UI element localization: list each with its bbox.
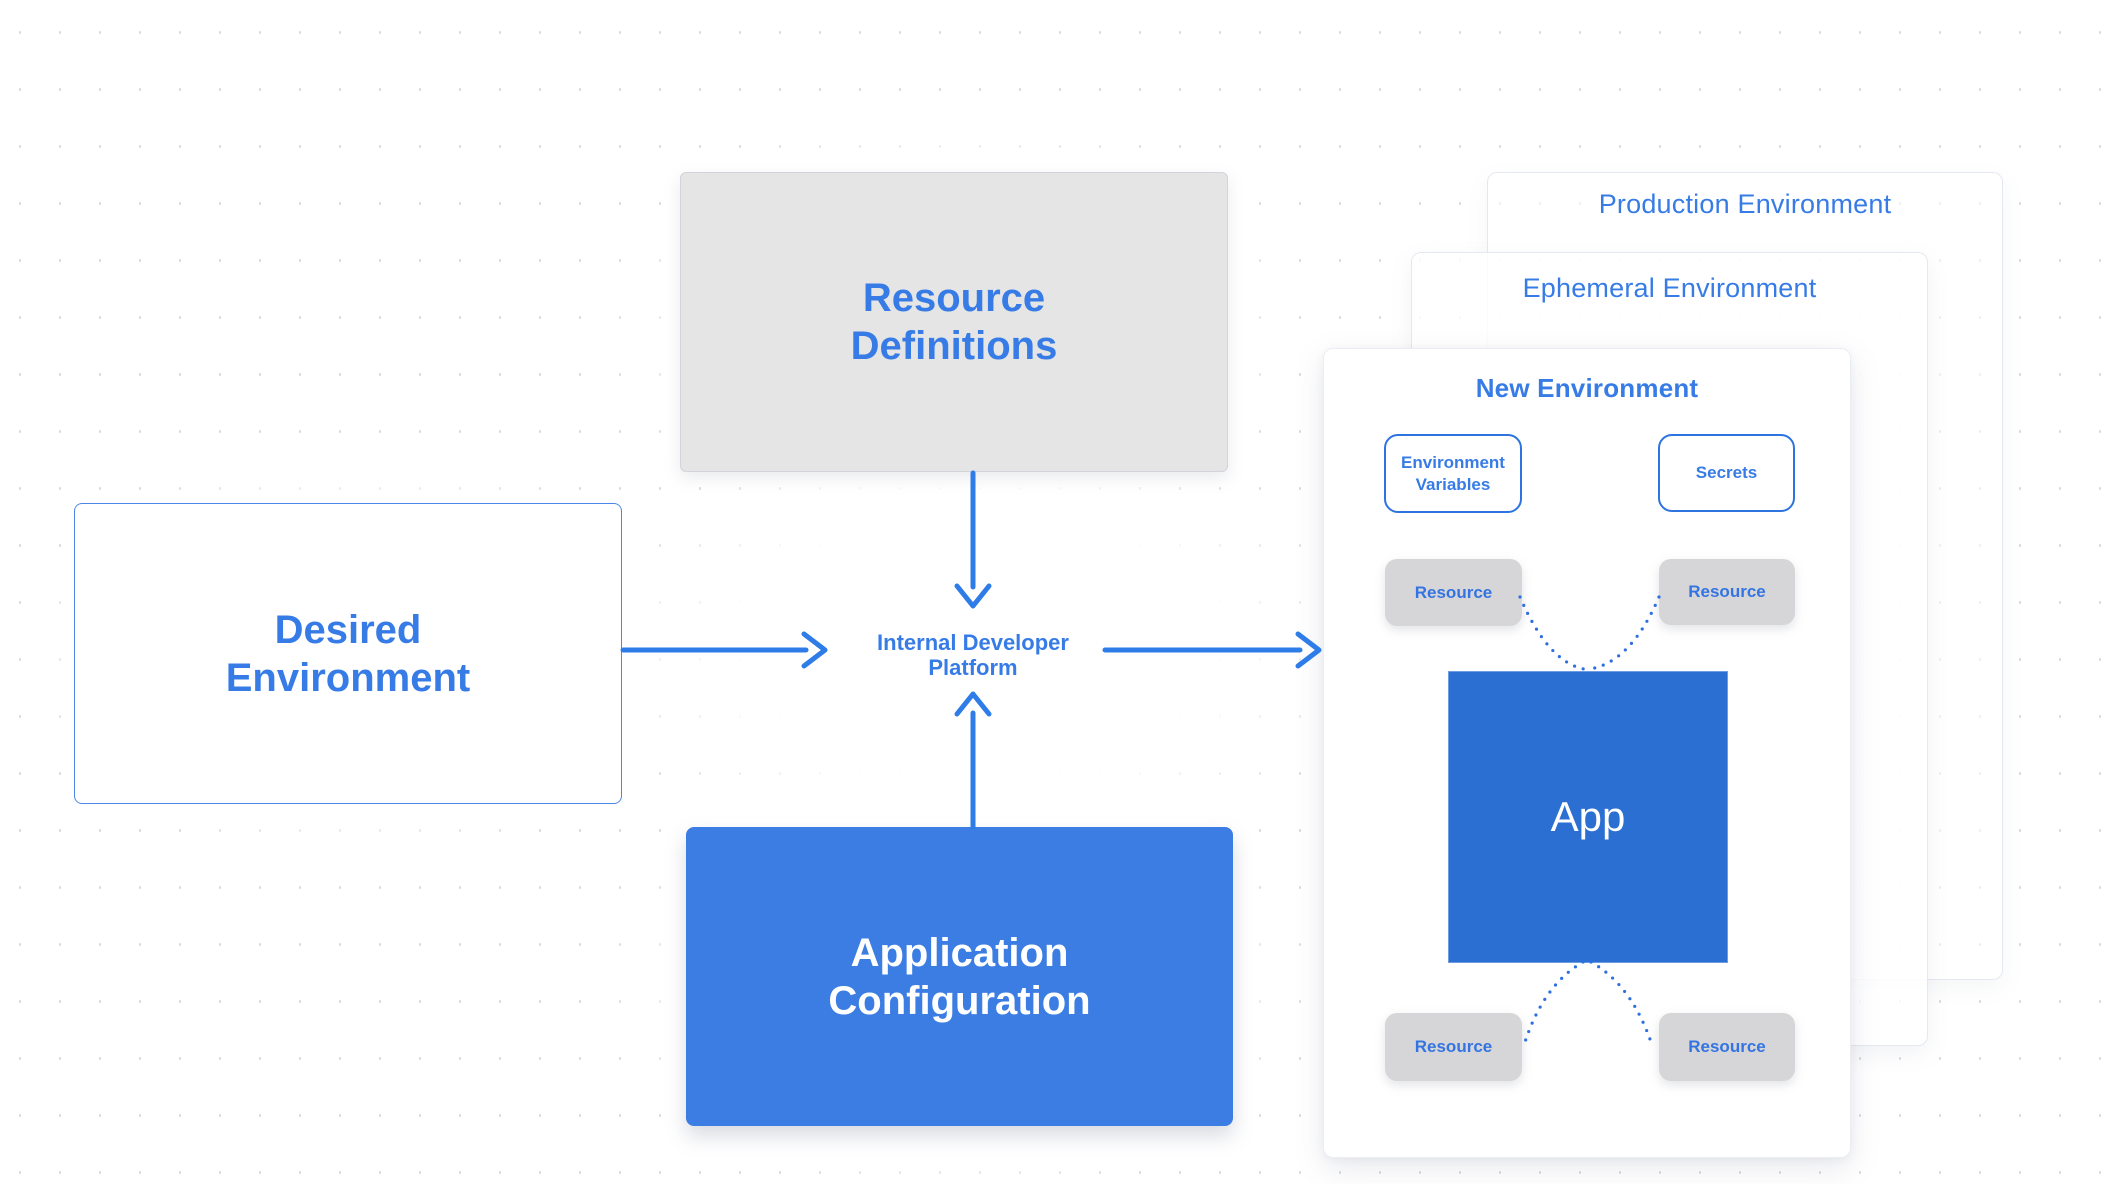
secrets-label: Secrets xyxy=(1695,463,1758,483)
desired-environment-label: Desired Environment xyxy=(225,607,471,700)
resource-chip-label: Resource xyxy=(1414,582,1493,602)
resource-chip: Resource xyxy=(1385,1013,1522,1081)
resource-chip-label: Resource xyxy=(1688,582,1766,601)
environment-variables-box: Environment Variables xyxy=(1384,434,1522,513)
ephemeral-environment-title: Ephemeral Environment xyxy=(1522,273,1817,303)
desired-environment-node: Desired Environment xyxy=(74,503,622,804)
app-node: App xyxy=(1448,671,1728,963)
new-environment-title: New Environment xyxy=(1475,373,1699,403)
resource-chip: Resource xyxy=(1659,559,1795,625)
secrets-box: Secrets xyxy=(1658,434,1795,512)
resource-chip-label: Resource xyxy=(1688,1037,1766,1056)
application-configuration-label: Application Configuration xyxy=(828,930,1091,1023)
production-environment-title: Production Environment xyxy=(1598,189,1892,219)
resource-chip-label: Resource xyxy=(1414,1037,1493,1056)
resource-chip: Resource xyxy=(1385,559,1522,626)
resource-definitions-node: Resource Definitions xyxy=(680,172,1228,472)
application-configuration-node: Application Configuration xyxy=(686,827,1233,1126)
new-environment-card: New Environment Environment Variables Se… xyxy=(1323,348,1851,1158)
environment-variables-label: Environment Variables xyxy=(1401,453,1505,494)
internal-developer-platform-label: Internal Developer Platform xyxy=(877,630,1069,680)
app-label: App xyxy=(1550,793,1626,840)
resource-chip: Resource xyxy=(1659,1013,1795,1081)
resource-definitions-label: Resource Definitions xyxy=(850,276,1058,368)
